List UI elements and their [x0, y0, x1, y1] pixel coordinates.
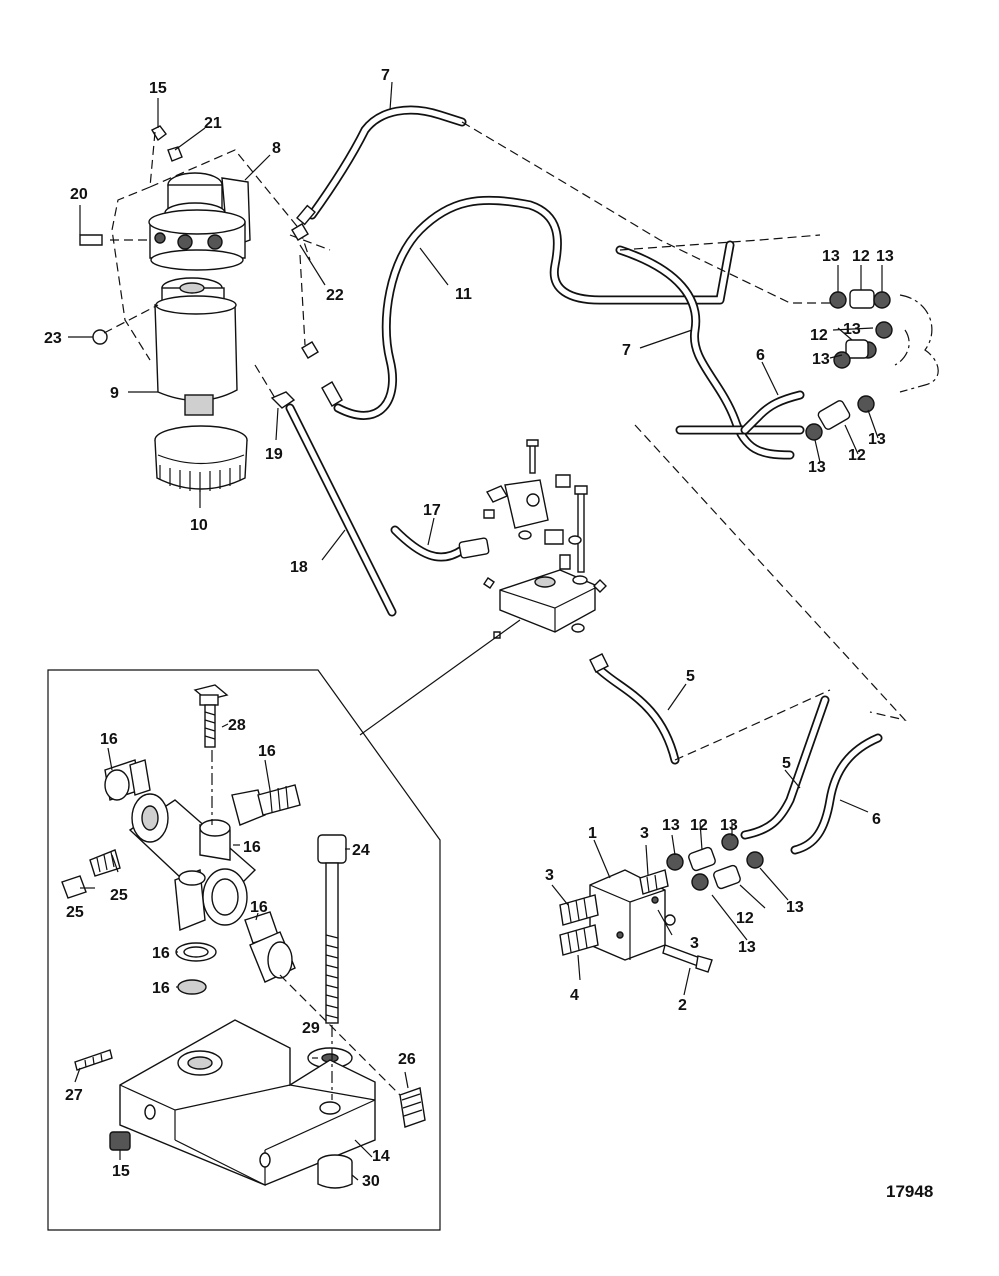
callout-19: 19: [265, 446, 283, 463]
callout-18: 18: [290, 559, 308, 576]
callout-5-mid: 5: [686, 668, 695, 685]
callout-3-c: 3: [690, 935, 699, 952]
callout-9: 9: [110, 385, 119, 402]
callout-16-c: 16: [243, 839, 261, 856]
callout-30: 30: [362, 1173, 380, 1190]
callout-13-h: 13: [720, 817, 738, 834]
callout-6-low: 6: [872, 811, 881, 828]
figure-number: 17948: [886, 1182, 933, 1201]
callout-15: 15: [149, 80, 167, 97]
callout-15-b: 15: [112, 1163, 130, 1180]
callout-3-b: 3: [545, 867, 554, 884]
callout-4: 4: [570, 987, 579, 1004]
callout-3-a: 3: [640, 825, 649, 842]
callout-21: 21: [204, 115, 222, 132]
callout-13-b: 13: [876, 248, 894, 265]
callout-29: 29: [302, 1020, 320, 1037]
callout-14: 14: [372, 1148, 390, 1165]
callout-22: 22: [326, 287, 344, 304]
callout-20: 20: [70, 186, 88, 203]
callout-12-a: 12: [852, 248, 870, 265]
hose-icon: [589, 653, 831, 765]
callout-12-b: 12: [810, 327, 828, 344]
detail-inset: [47, 669, 441, 1231]
callout-6-top: 6: [756, 347, 765, 364]
clamp-icon: [805, 265, 939, 463]
callout-13-a: 13: [822, 248, 840, 265]
fuel-filter-icon: [68, 98, 331, 508]
callout-13-e: 13: [868, 431, 886, 448]
callout-7-mid: 7: [622, 342, 631, 359]
callout-7-top: 7: [381, 67, 390, 84]
callout-28: 28: [228, 717, 246, 734]
callout-12-d: 12: [690, 817, 708, 834]
callout-26: 26: [398, 1051, 416, 1068]
callout-17: 17: [423, 502, 441, 519]
callout-25-b: 25: [66, 904, 84, 921]
callout-13-g: 13: [662, 817, 680, 834]
callout-27: 27: [65, 1087, 83, 1104]
hose-icon: [296, 81, 907, 722]
callout-16-b: 16: [258, 743, 276, 760]
callout-16-a: 16: [100, 731, 118, 748]
callout-13-d: 13: [812, 351, 830, 368]
callout-13-i: 13: [786, 899, 804, 916]
callout-13-j: 13: [738, 939, 756, 956]
valve-block-icon: [551, 821, 789, 996]
callout-10: 10: [190, 517, 208, 534]
manifold-block-icon: [285, 403, 607, 736]
callout-5-low: 5: [782, 755, 791, 772]
hose-icon: [740, 695, 883, 855]
callout-23: 23: [44, 330, 62, 347]
callout-labels: 15 21 8 20 22 23 9 10 19 7 11 7 6 13 12 …: [44, 67, 933, 1201]
callout-11: 11: [455, 286, 472, 303]
callout-2: 2: [678, 997, 687, 1014]
callout-12-e: 12: [736, 910, 754, 927]
callout-24: 24: [352, 842, 370, 859]
callout-13-c: 13: [843, 321, 861, 338]
callout-16-e: 16: [152, 945, 170, 962]
callout-12-c: 12: [848, 447, 866, 464]
callout-1: 1: [588, 825, 597, 842]
callout-13-f: 13: [808, 459, 826, 476]
callout-8: 8: [272, 140, 281, 157]
callout-16-d: 16: [250, 899, 268, 916]
callout-25-a: 25: [110, 887, 128, 904]
callout-16-f: 16: [152, 980, 170, 997]
